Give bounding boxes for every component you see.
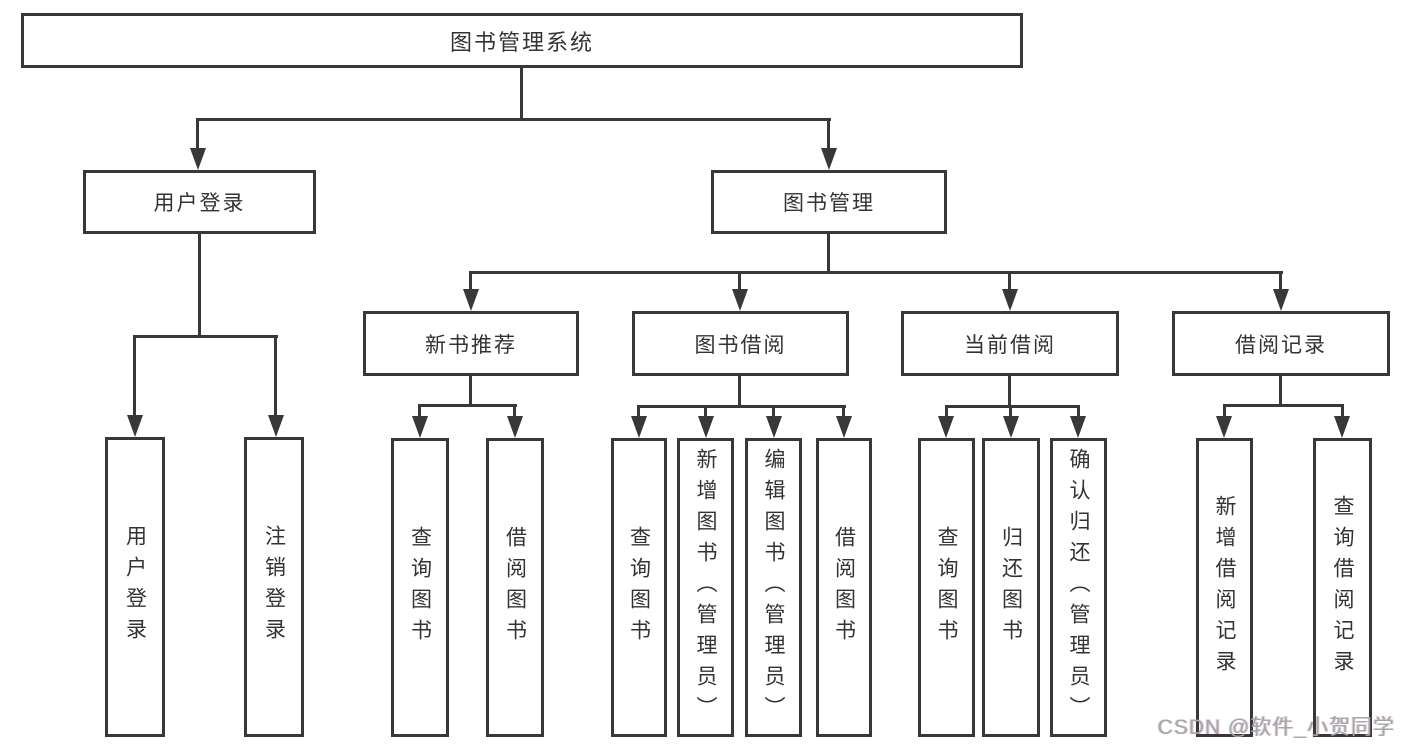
connector-vline bbox=[520, 68, 523, 120]
arrow-down-icon bbox=[698, 416, 714, 438]
connector-vline bbox=[133, 335, 136, 415]
connector-vline bbox=[827, 118, 830, 150]
arrow-down-icon bbox=[631, 416, 647, 438]
arrow-down-icon bbox=[1070, 416, 1086, 438]
arrow-down-icon bbox=[190, 148, 206, 170]
node-book-management: 图书管理 bbox=[711, 170, 947, 234]
arrow-down-icon bbox=[836, 416, 852, 438]
arrow-down-icon bbox=[268, 415, 284, 437]
connector-vline bbox=[198, 234, 201, 337]
connector-vline bbox=[1009, 405, 1012, 418]
connector-hline bbox=[196, 118, 831, 121]
arrow-down-icon bbox=[1216, 416, 1232, 438]
arrow-down-icon bbox=[463, 289, 479, 311]
connector-hline bbox=[637, 405, 846, 408]
node-add-book-admin: 新增图书（管理员） bbox=[677, 438, 734, 737]
connector-hline bbox=[133, 335, 278, 338]
connector-vline bbox=[1077, 405, 1080, 418]
node-user-login: 用户登录 bbox=[83, 170, 316, 234]
node-logout: 注销登录 bbox=[244, 437, 304, 737]
node-return-book: 归还图书 bbox=[982, 438, 1040, 737]
node-edit-book-admin: 编辑图书（管理员） bbox=[745, 438, 802, 737]
connector-vline bbox=[1279, 376, 1282, 406]
connector-vline bbox=[469, 271, 472, 291]
csdn-watermark: CSDN @软件_小贺同学 bbox=[1157, 716, 1395, 739]
arrow-down-icon bbox=[1003, 416, 1019, 438]
node-query-borrow-record: 查询借阅记录 bbox=[1313, 438, 1372, 737]
connector-vline bbox=[738, 376, 741, 407]
arrow-down-icon bbox=[732, 289, 748, 311]
node-query-books-3: 查询图书 bbox=[918, 438, 975, 737]
connector-vline bbox=[469, 376, 472, 406]
arrow-down-icon bbox=[938, 416, 954, 438]
node-borrowing-records: 借阅记录 bbox=[1172, 311, 1390, 376]
connector-vline bbox=[1008, 271, 1011, 291]
connector-hline bbox=[945, 405, 1080, 408]
connector-vline bbox=[1341, 404, 1344, 418]
arrow-down-icon bbox=[507, 416, 523, 438]
arrow-down-icon bbox=[412, 416, 428, 438]
connector-vline bbox=[274, 335, 277, 415]
connector-vline bbox=[827, 234, 830, 273]
arrow-down-icon bbox=[1334, 416, 1350, 438]
connector-vline bbox=[842, 405, 845, 418]
node-borrow-books-2: 借阅图书 bbox=[816, 438, 872, 737]
arrow-down-icon bbox=[1002, 289, 1018, 311]
connector-vline bbox=[196, 118, 199, 150]
connector-vline bbox=[418, 404, 421, 418]
connector-vline bbox=[704, 405, 707, 418]
arrow-down-icon bbox=[1273, 289, 1289, 311]
connector-vline bbox=[1279, 271, 1282, 291]
arrow-down-icon bbox=[821, 148, 837, 170]
connector-vline bbox=[513, 404, 516, 418]
arrow-down-icon bbox=[127, 415, 143, 437]
node-borrow-books-1: 借阅图书 bbox=[486, 438, 544, 737]
connector-vline bbox=[637, 405, 640, 418]
connector-hline bbox=[1223, 404, 1344, 407]
connector-vline bbox=[945, 405, 948, 418]
node-new-book-recommendation: 新书推荐 bbox=[363, 311, 579, 376]
node-add-borrow-record: 新增借阅记录 bbox=[1196, 438, 1253, 737]
node-book-borrowing: 图书借阅 bbox=[632, 311, 849, 376]
node-confirm-return-admin: 确认归还（管理员） bbox=[1050, 438, 1107, 737]
node-library-management-system: 图书管理系统 bbox=[21, 13, 1023, 68]
connector-vline bbox=[772, 405, 775, 418]
connector-vline bbox=[1008, 376, 1011, 407]
node-query-books-2: 查询图书 bbox=[611, 438, 667, 737]
node-query-books-1: 查询图书 bbox=[391, 438, 449, 737]
node-user-login-leaf: 用户登录 bbox=[105, 437, 165, 737]
node-current-borrowing: 当前借阅 bbox=[901, 311, 1119, 376]
connector-vline bbox=[738, 271, 741, 291]
connector-vline bbox=[1223, 404, 1226, 418]
connector-hline bbox=[470, 271, 1283, 274]
arrow-down-icon bbox=[766, 416, 782, 438]
connector-hline bbox=[418, 404, 517, 407]
